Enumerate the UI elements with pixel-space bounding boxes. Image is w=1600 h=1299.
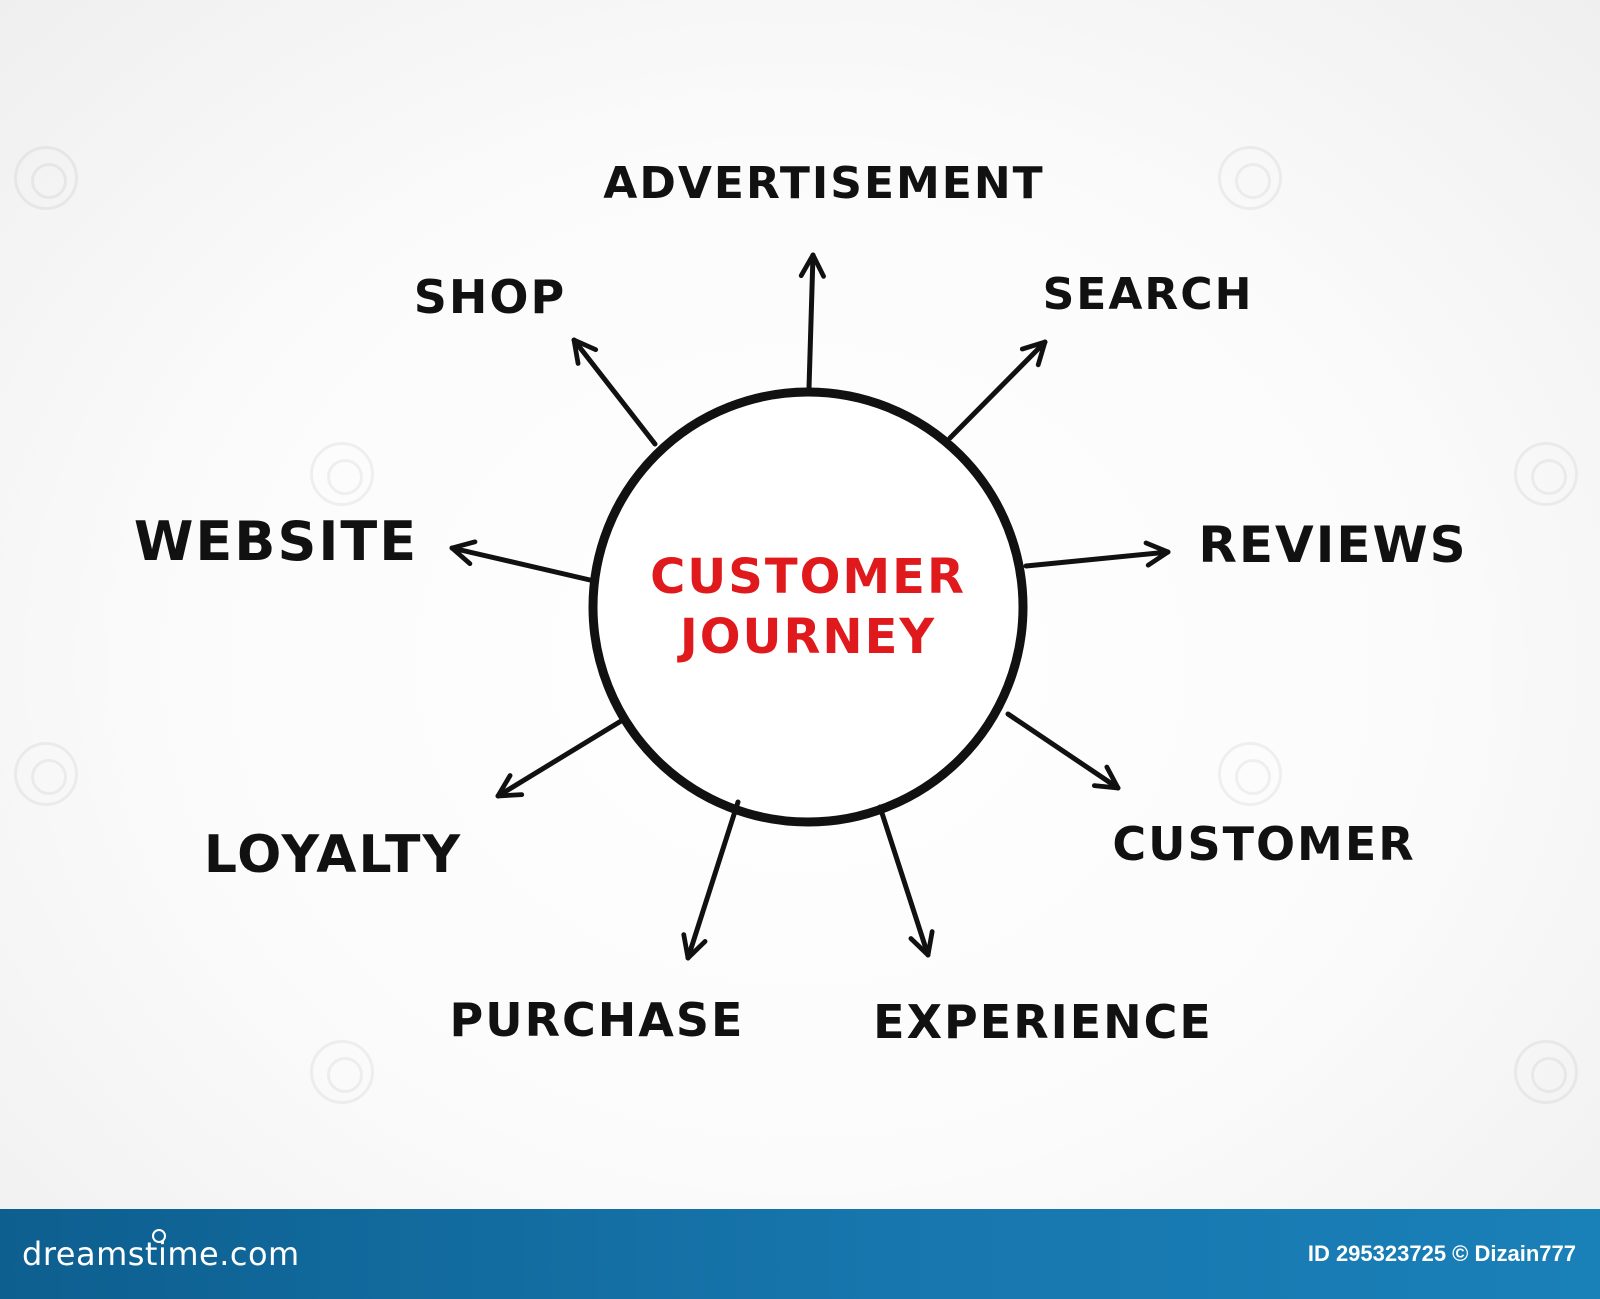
node-customer: CUSTOMER — [1112, 817, 1416, 871]
center-circle — [588, 387, 1028, 827]
watermark-swirl-icon — [1514, 442, 1578, 506]
node-search: SEARCH — [1042, 269, 1254, 320]
arrow-to-customer — [1005, 711, 1121, 791]
arrow-to-experience — [877, 804, 935, 958]
node-advertisement: ADVERTISEMENT — [603, 158, 1045, 209]
diagram-canvas: CUSTOMER JOURNEY ADVERTISEMENT SEARCH RE… — [0, 0, 1600, 1209]
diagram-graphic — [449, 252, 1171, 961]
arrow-to-purchase — [681, 799, 741, 961]
center-title-line-2: JOURNEY — [679, 609, 937, 665]
node-reviews: REVIEWS — [1198, 516, 1468, 574]
watermark-swirl-icon — [310, 1040, 374, 1104]
watermark-swirl-icon — [14, 146, 78, 210]
watermark-swirl-icon — [310, 442, 374, 506]
node-shop: SHOP — [413, 270, 567, 324]
center-title-line-1: CUSTOMER — [650, 549, 966, 605]
footer-credit: ID 295323725 © Dizain777 — [1307, 1241, 1576, 1266]
arrow-to-reviews — [1023, 540, 1171, 569]
node-experience: EXPERIENCE — [873, 995, 1213, 1049]
arrow-to-shop — [571, 337, 658, 447]
arrow-to-advertisement — [798, 252, 826, 391]
logo-swirl-icon — [152, 1229, 166, 1243]
node-purchase: PURCHASE — [449, 993, 745, 1047]
watermark-swirl-icon — [14, 742, 78, 806]
node-website: WEBSITE — [133, 510, 419, 573]
node-loyalty: LOYALTY — [203, 825, 463, 885]
arrow-to-search — [947, 339, 1048, 441]
arrow-to-loyalty — [495, 715, 629, 799]
watermark-swirl-icon — [1514, 1040, 1578, 1104]
footer-bar: dreamstime.com ID 295323725 © Dizain777 — [0, 1209, 1600, 1299]
watermark-swirl-icon — [1218, 742, 1282, 806]
arrow-to-website — [449, 539, 593, 583]
center-title: CUSTOMER JOURNEY — [650, 547, 966, 667]
watermark-swirl-icon — [1218, 146, 1282, 210]
